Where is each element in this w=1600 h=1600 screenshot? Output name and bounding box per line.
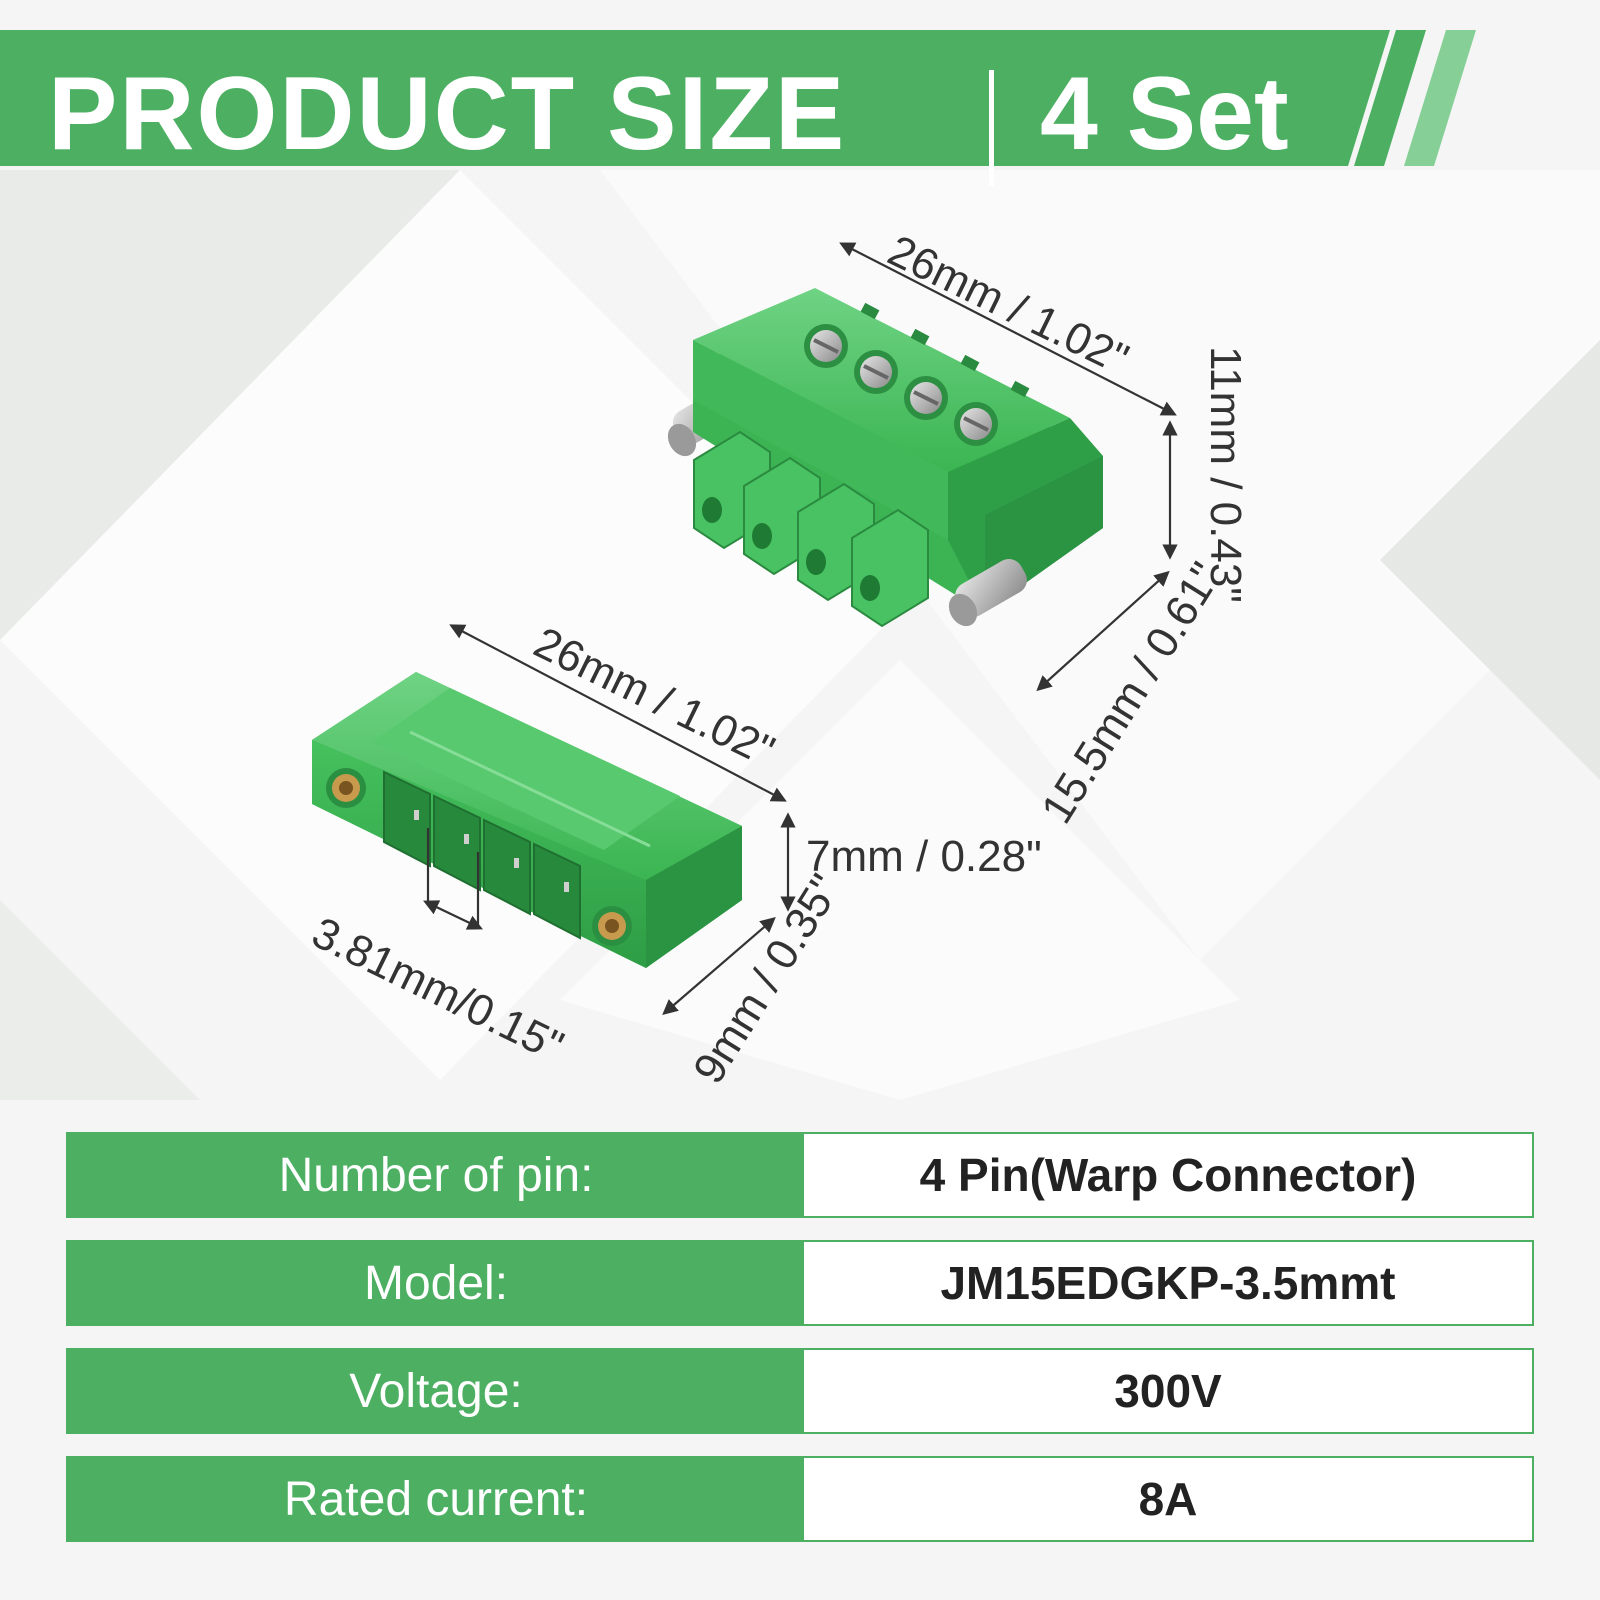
spec-value: 8A xyxy=(804,1458,1532,1540)
bottom-height-label: 7mm / 0.28" xyxy=(806,832,1042,881)
spec-value: 300V xyxy=(804,1350,1532,1432)
spec-row: Rated current: 8A xyxy=(66,1456,1534,1542)
header-banner: PRODUCT SIZE 4 Set xyxy=(0,30,1600,186)
header-background xyxy=(0,30,1476,166)
spec-row: Model: JM15EDGKP-3.5mmt xyxy=(66,1240,1534,1326)
page-title: PRODUCT SIZE xyxy=(48,56,847,172)
spec-label: Model: xyxy=(68,1242,804,1324)
spec-value: 4 Pin(Warp Connector) xyxy=(804,1134,1532,1216)
product-illustration xyxy=(312,242,1178,1016)
spec-table: Number of pin: 4 Pin(Warp Connector) Mod… xyxy=(66,1132,1534,1564)
top-height-label: 11mm / 0.43" xyxy=(1201,346,1250,603)
spec-row: Number of pin: 4 Pin(Warp Connector) xyxy=(66,1132,1534,1218)
set-count: 4 Set xyxy=(1040,56,1289,172)
screw-right xyxy=(948,559,1027,627)
spec-label: Number of pin: xyxy=(68,1134,804,1216)
dimension-lines xyxy=(423,242,1178,1016)
spec-row: Voltage: 300V xyxy=(66,1348,1534,1434)
spec-value: JM15EDGKP-3.5mmt xyxy=(804,1242,1532,1324)
spec-label: Voltage: xyxy=(68,1350,804,1432)
spec-label: Rated current: xyxy=(68,1458,804,1540)
header-divider xyxy=(989,70,994,186)
